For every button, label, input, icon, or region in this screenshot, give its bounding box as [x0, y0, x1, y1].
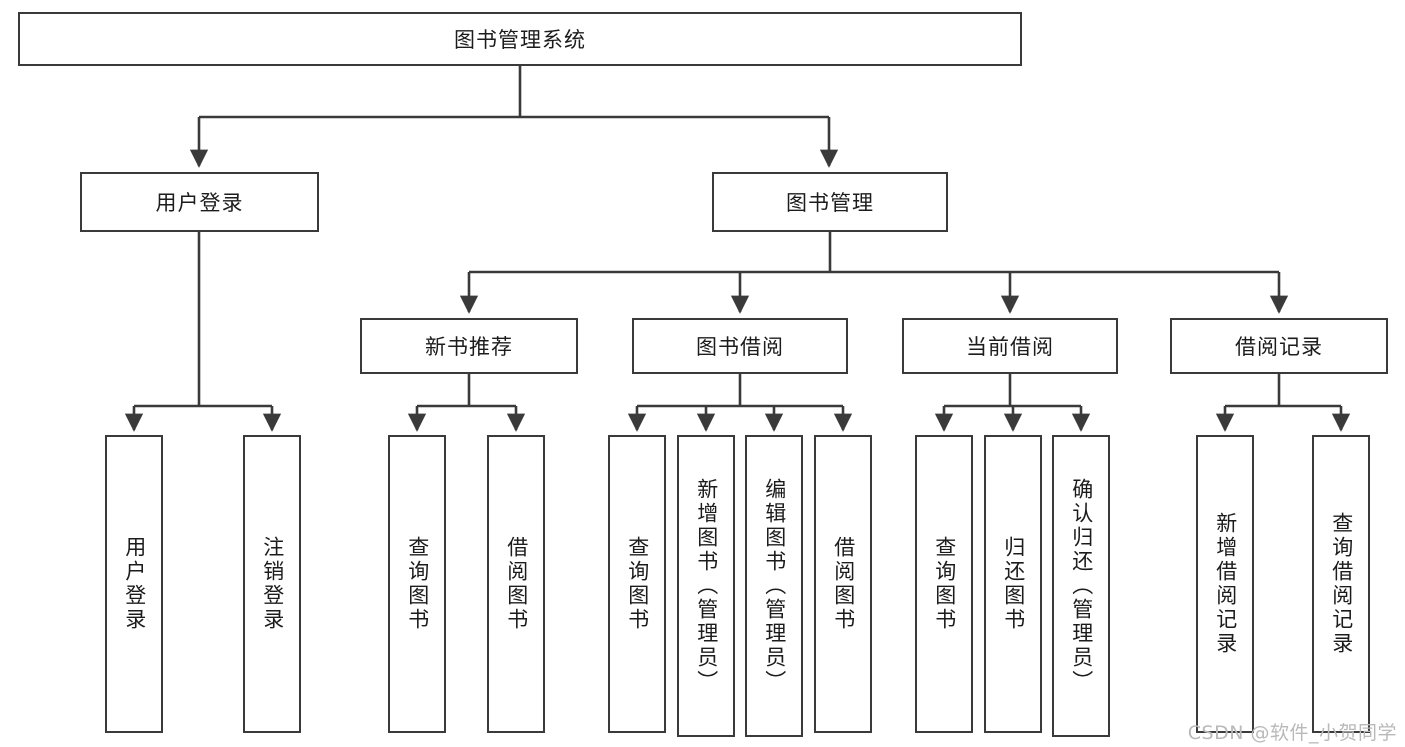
node-new-book-rec-label: 新书推荐 — [425, 335, 513, 359]
node-user-login-label: 用户登录 — [155, 191, 244, 215]
node-leaf-confirm-return-label: 确认归还（管理员） — [1069, 478, 1094, 694]
watermark-text: CSDN @软件_小贺同学 — [1187, 722, 1397, 744]
node-leaf-edit-book-label: 编辑图书（管理员） — [762, 478, 787, 694]
node-leaf-query-record-label: 查询借阅记录 — [1329, 512, 1354, 656]
node-leaf-confirm-return[interactable]: 确认归还（管理员） — [1052, 435, 1110, 737]
node-leaf-query-book-2-label: 查询图书 — [625, 536, 650, 632]
node-book-borrow-label: 图书借阅 — [696, 335, 784, 359]
node-leaf-user-login-label: 用户登录 — [122, 536, 147, 632]
node-book-borrow[interactable]: 图书借阅 — [632, 318, 848, 374]
node-leaf-add-record[interactable]: 新增借阅记录 — [1196, 435, 1254, 733]
node-leaf-logout[interactable]: 注销登录 — [243, 435, 301, 733]
node-root[interactable]: 图书管理系统 — [18, 12, 1022, 66]
node-borrow-record-label: 借阅记录 — [1235, 335, 1323, 359]
node-leaf-return-book[interactable]: 归还图书 — [984, 435, 1042, 733]
node-leaf-add-book[interactable]: 新增图书（管理员） — [677, 435, 735, 737]
node-book-manage[interactable]: 图书管理 — [712, 172, 948, 232]
node-user-login[interactable]: 用户登录 — [80, 172, 319, 232]
node-borrow-record[interactable]: 借阅记录 — [1170, 318, 1388, 374]
node-leaf-query-record[interactable]: 查询借阅记录 — [1312, 435, 1370, 733]
node-leaf-borrow-book-1-label: 借阅图书 — [504, 536, 529, 632]
node-current-borrow[interactable]: 当前借阅 — [902, 318, 1118, 374]
node-leaf-borrow-book-2[interactable]: 借阅图书 — [814, 435, 872, 733]
node-root-label: 图书管理系统 — [454, 28, 586, 52]
node-leaf-add-book-label: 新增图书（管理员） — [694, 478, 719, 694]
node-leaf-query-book-1[interactable]: 查询图书 — [388, 435, 446, 733]
node-book-manage-label: 图书管理 — [786, 191, 874, 215]
node-leaf-borrow-book-1[interactable]: 借阅图书 — [487, 435, 545, 733]
node-leaf-add-record-label: 新增借阅记录 — [1213, 512, 1238, 656]
node-leaf-query-book-3-label: 查询图书 — [932, 536, 957, 632]
node-leaf-return-book-label: 归还图书 — [1001, 536, 1026, 632]
node-leaf-edit-book[interactable]: 编辑图书（管理员） — [745, 435, 803, 737]
node-leaf-query-book-2[interactable]: 查询图书 — [608, 435, 666, 733]
node-leaf-logout-label: 注销登录 — [260, 536, 285, 632]
node-leaf-borrow-book-2-label: 借阅图书 — [831, 536, 856, 632]
node-leaf-query-book-1-label: 查询图书 — [405, 536, 430, 632]
node-leaf-query-book-3[interactable]: 查询图书 — [915, 435, 973, 733]
node-current-borrow-label: 当前借阅 — [966, 335, 1054, 359]
node-new-book-rec[interactable]: 新书推荐 — [360, 318, 578, 374]
node-leaf-user-login[interactable]: 用户登录 — [105, 435, 163, 733]
